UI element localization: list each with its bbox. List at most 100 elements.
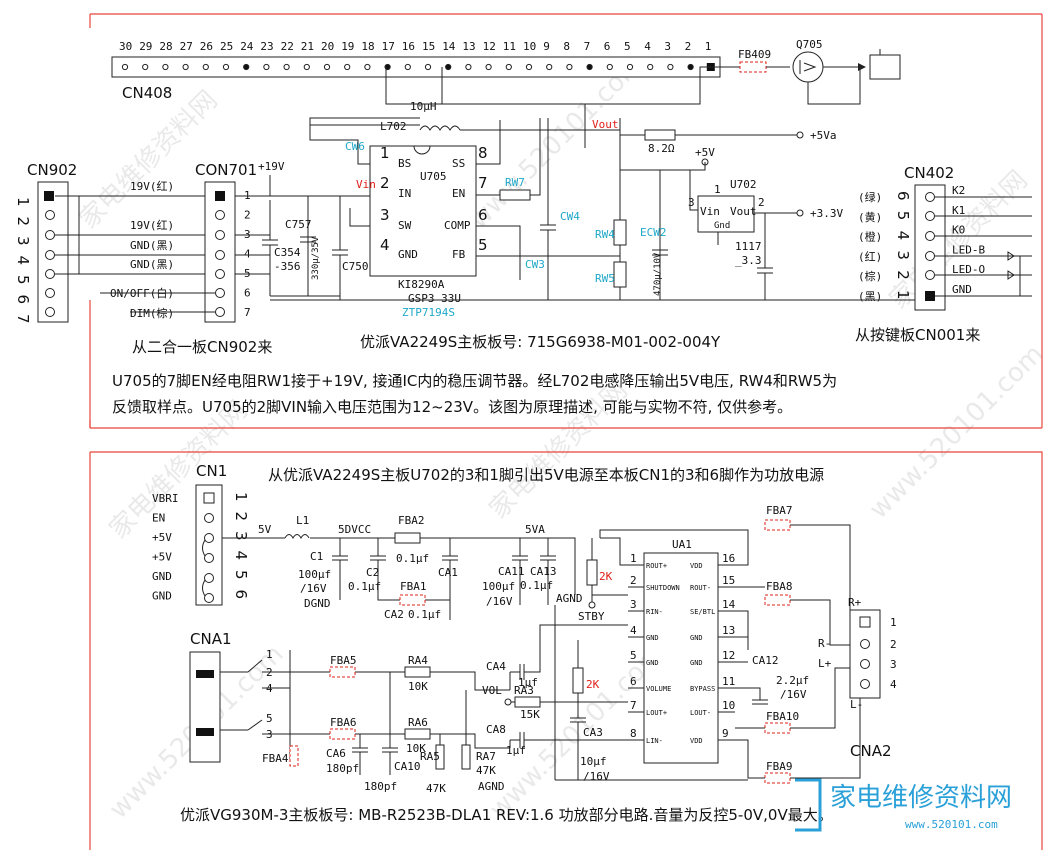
cn1-pin-number: 5 bbox=[232, 570, 250, 580]
cn402-signal: K0 bbox=[952, 224, 965, 237]
ra3-label: RA3 bbox=[514, 684, 534, 697]
ua1-pin-number: 4 bbox=[630, 624, 637, 637]
cn1-signal-label: +5V bbox=[152, 551, 172, 564]
ua1-pin-name: ROUT- bbox=[690, 584, 711, 592]
cn902-pin-number: 6 bbox=[14, 295, 32, 305]
cna1-label: CNA1 bbox=[190, 630, 232, 648]
u705-part: KI8290A bbox=[398, 278, 445, 291]
cna2-connector: R+ R- L+ L- 1 2 3 4 CNA2 bbox=[818, 596, 897, 760]
u705-right-wiring bbox=[476, 118, 620, 280]
cn902-pin-number: 2 bbox=[14, 217, 32, 227]
cn408-pin bbox=[182, 63, 189, 71]
cn408-pin-number: 12 bbox=[483, 40, 496, 53]
ua1-pin-number: 3 bbox=[630, 598, 637, 611]
cn1-pin-number: 3 bbox=[232, 531, 250, 541]
cn408-pin-number: 10 bbox=[523, 40, 536, 53]
cn408-pin bbox=[465, 63, 472, 71]
cn408-pin bbox=[566, 63, 573, 71]
svg-text:CA13: CA13 bbox=[530, 565, 557, 578]
svg-text:CA1: CA1 bbox=[438, 566, 458, 579]
fb409-ferrite: FB409 bbox=[720, 48, 790, 73]
top-frame bbox=[89, 13, 1043, 429]
ua1-pin-number: 1 bbox=[630, 552, 637, 565]
con701-label-19v-b: 19V(红) bbox=[130, 219, 174, 232]
svg-text:0.1μf: 0.1μf bbox=[396, 552, 429, 565]
u705-pin3: 3 bbox=[380, 206, 390, 224]
bottom-frame bbox=[89, 451, 1043, 850]
cn402-pin-number: 5 bbox=[894, 211, 912, 221]
u702-pin2: 2 bbox=[758, 196, 765, 209]
ca12-label: CA12 bbox=[752, 654, 779, 667]
cn408-pin bbox=[667, 63, 674, 71]
cn408-pin-number: 25 bbox=[220, 40, 233, 53]
r-8-2ohm bbox=[644, 129, 676, 141]
cn408-pin-number: 21 bbox=[301, 40, 314, 53]
cn408-label: CN408 bbox=[122, 84, 172, 102]
ra3-resistor bbox=[514, 696, 541, 708]
cna1-connector: CNA1 1 2 4 5 3 bbox=[189, 630, 291, 763]
cn408-pin bbox=[404, 63, 411, 71]
ua1-pin-name: BYPASS bbox=[690, 685, 715, 693]
svg-text:1: 1 bbox=[890, 616, 897, 629]
cn408-pin bbox=[546, 63, 553, 71]
ca8-value: 1μf bbox=[506, 744, 526, 757]
ca6-value: 180pf bbox=[326, 762, 359, 775]
cn402-pin-number: 2 bbox=[894, 270, 912, 280]
u705-pin5: 5 bbox=[478, 236, 488, 254]
u702-gnd: Gnd bbox=[714, 221, 730, 231]
ca6-label: CA6 bbox=[326, 747, 346, 760]
fba7-label: FBA7 bbox=[766, 504, 793, 517]
cn408-pin-number: 2 bbox=[685, 40, 692, 53]
u705-code: ZTP7194S bbox=[402, 306, 455, 319]
agnd2-label: AGND bbox=[478, 780, 505, 793]
con701-label-gnd-a: GND(黑) bbox=[130, 239, 174, 252]
cn402-pin-number: 4 bbox=[894, 231, 912, 241]
rw4-resistor bbox=[613, 219, 627, 246]
bottom-title: 从优派VA2249S主板U702的3和1脚引出5V电源至本板CN1的3和6脚作为… bbox=[268, 466, 824, 484]
cn408-pin bbox=[687, 63, 694, 71]
bottom-supply-caps: C1 100μf /16V DGND C2 0.1μf FBA1 0.1μf C… bbox=[298, 538, 583, 621]
u705-pin6: 6 bbox=[478, 206, 488, 224]
cn402-pin-number: 3 bbox=[894, 250, 912, 260]
ua1-ic: UA1 1ROUT+2SHUTDOWN3RIN-4GND5GND6VOLUME7… bbox=[628, 538, 736, 764]
stby-label: STBY bbox=[578, 610, 605, 623]
ua1-pin-name: RIN- bbox=[646, 608, 663, 616]
ra7-value: 47K bbox=[476, 764, 496, 777]
ca3-value: 10μf bbox=[580, 755, 607, 768]
cn408-pin bbox=[586, 63, 593, 71]
svg-text:/16V: /16V bbox=[486, 595, 513, 608]
rw5-label: RW5 bbox=[595, 272, 615, 285]
l702-value: 10μH bbox=[410, 100, 437, 113]
svg-text:0.1μf: 0.1μf bbox=[348, 580, 381, 593]
cn902-pin-number: 4 bbox=[14, 256, 32, 266]
ca10-label: CA10 bbox=[394, 760, 421, 773]
ca3-label: CA3 bbox=[583, 726, 603, 739]
ua1-pin-name: GND bbox=[646, 634, 659, 642]
ua1-pin-name: LOUT+ bbox=[646, 709, 667, 717]
q705-label: Q705 bbox=[796, 38, 823, 51]
svg-text:100μf: 100μf bbox=[482, 580, 515, 593]
svg-text:C1: C1 bbox=[310, 550, 323, 563]
u705-pin4: 4 bbox=[380, 236, 390, 254]
u705-bs: BS bbox=[398, 157, 411, 170]
plus5va-label: +5Va bbox=[810, 129, 837, 142]
rw4-label: RW4 bbox=[595, 228, 615, 241]
svg-text:0.1μf: 0.1μf bbox=[408, 608, 441, 621]
cn402-wire-color: (红) bbox=[858, 250, 882, 263]
cn408-5v-line bbox=[584, 66, 720, 148]
cn408-pin-number: 23 bbox=[260, 40, 273, 53]
ca10-value: 180pf bbox=[364, 780, 397, 793]
cn1-pin-number: 4 bbox=[232, 551, 250, 561]
cn402-wire-color: (橙) bbox=[858, 230, 882, 244]
svg-text:家电维修资料网: 家电维修资料网 bbox=[830, 783, 1012, 813]
svg-text:/16V: /16V bbox=[300, 582, 327, 595]
svg-text:3: 3 bbox=[890, 658, 897, 671]
svg-text:R+: R+ bbox=[848, 596, 862, 609]
ca12-value2: /16V bbox=[780, 688, 807, 701]
plus5v-label: +5V bbox=[695, 146, 715, 159]
